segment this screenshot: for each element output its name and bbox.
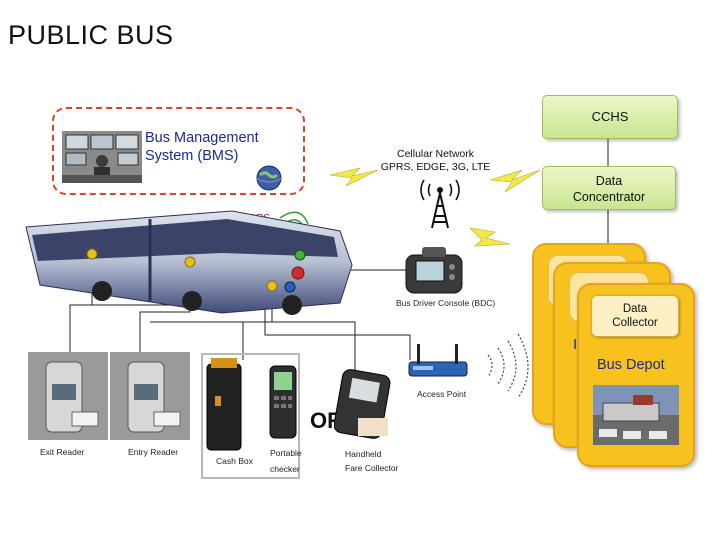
- access-point-image: [408, 344, 468, 377]
- lightning-icon: [489, 169, 541, 193]
- access-point-label: Access Point: [417, 389, 467, 399]
- device-group-frame: [201, 353, 300, 479]
- data-collector-line1: Data: [622, 303, 648, 315]
- cash-box-image: [206, 358, 242, 451]
- bus-depot-label: Bus Depot: [597, 357, 665, 373]
- depot-building-image: [593, 385, 679, 445]
- handheld-fare-collector-image: [334, 369, 391, 439]
- bms-frame: [52, 107, 305, 195]
- depot-peek-letter: I: [573, 336, 578, 353]
- portable-checker-line1: Portable: [270, 448, 302, 458]
- handheld-line2: Fare Collector: [345, 463, 399, 473]
- cash-box-label: Cash Box: [216, 456, 253, 466]
- lightning-icon: [469, 227, 511, 247]
- page-title: PUBLIC BUS: [8, 20, 174, 50]
- handheld-line1: Handheld: [345, 449, 382, 459]
- control-room-image: [62, 131, 142, 183]
- bus-driver-console-image: [405, 247, 463, 294]
- wifi-signal-icon: [487, 333, 529, 399]
- cellular-network-line2: GPRS, EDGE, 3G, LTE: [380, 161, 491, 173]
- entry-reader-image: [110, 352, 190, 440]
- bus-image: [25, 210, 353, 315]
- portable-checker-line2: checker: [270, 464, 300, 474]
- bus-depot-card-front: Data Collector: [577, 283, 695, 467]
- data-concentrator-line2: Concentrator: [572, 190, 646, 204]
- cellular-network-line1: Cellular Network: [396, 148, 475, 160]
- bms-label-line1: Bus Management: [145, 130, 259, 146]
- bms-label: Bus Management System (BMS): [145, 129, 259, 165]
- cell-tower-icon: [420, 179, 460, 229]
- cellular-network-label: Cellular Network GPRS, EDGE, 3G, LTE: [378, 148, 493, 174]
- exit-reader-label: Exit Reader: [40, 447, 85, 457]
- data-concentrator-box: Data Concentrator: [542, 166, 676, 210]
- bms-label-line2: System (BMS): [145, 148, 239, 164]
- bdc-label: Bus Driver Console (BDC): [396, 298, 496, 308]
- portable-checker-label: Portable checker: [270, 445, 302, 477]
- data-collector-box: Data Collector: [591, 295, 679, 337]
- data-concentrator-line1: Data: [595, 174, 623, 188]
- exit-reader-image: [28, 352, 108, 440]
- lightning-icon: [329, 167, 379, 187]
- globe-icon: [255, 165, 283, 191]
- entry-reader-label: Entry Reader: [128, 447, 179, 457]
- cchs-box: CCHS: [542, 95, 678, 139]
- handheld-fare-collector-label: Handheld Fare Collector: [345, 447, 398, 475]
- data-collector-line2: Collector: [612, 317, 658, 329]
- portable-checker-image: [269, 365, 297, 439]
